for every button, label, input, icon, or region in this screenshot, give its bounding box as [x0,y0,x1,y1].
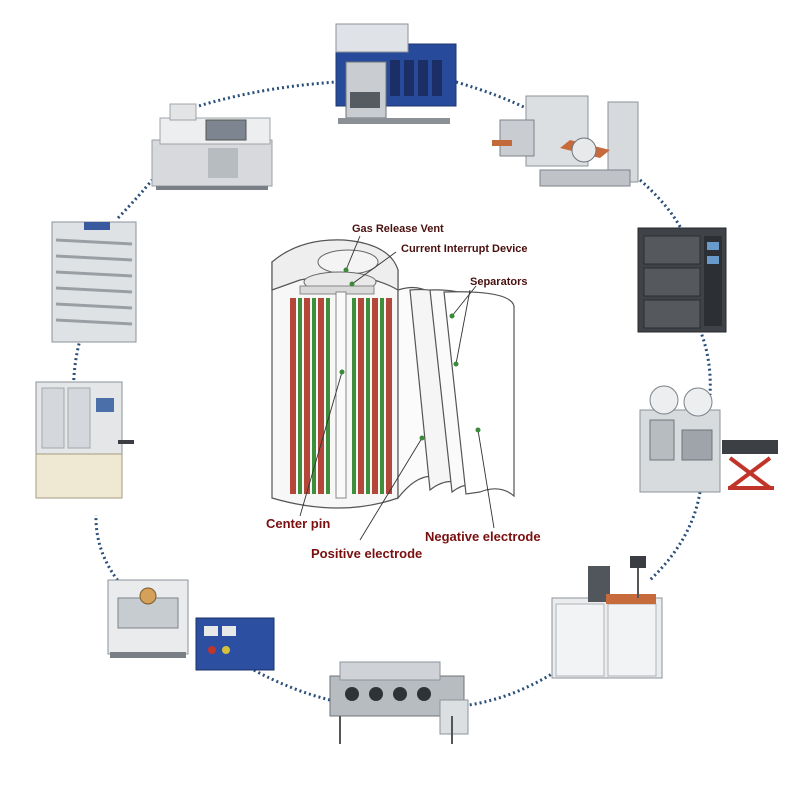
pointer-current-interrupt-device [351,251,397,285]
label-separators: Separators [470,276,527,288]
electrode-layers [290,291,392,499]
battery-cell-cutaway [271,239,515,509]
ring-segment-right-mid [698,329,712,396]
negative-electrode-sheet [443,291,515,498]
pointer-separators-2 [455,289,471,365]
pointer-dots [339,267,481,441]
pointer-positive-electrode [359,437,423,541]
pointer-center-pin [299,371,343,517]
planetary-mixer-icon [151,103,273,190]
label-positive-electrode: Positive electrode [311,546,422,561]
vacuum-oven-icon [637,227,727,333]
glove-box-icon [329,661,469,744]
ring-segment-left-upper [116,179,154,220]
pointer-separators [451,285,477,317]
ring-segment-right-lower [648,491,702,582]
ring-segment-left-lower [94,514,126,589]
sealing-machine-with-controller-icon [107,579,275,671]
ring-segment-bottom-right [461,670,556,708]
electrode-coating-machine-icon [335,23,457,124]
label-pointers [299,235,495,541]
label-current-interrupt-device: Current Interrupt Device [401,243,528,255]
electrolyte-filling-machine-icon [551,556,663,679]
connection-ring [72,80,712,708]
slitting-line-machine-icon [492,95,639,187]
ring-segment-right-upper [639,178,692,251]
ring-segment-top-left [179,80,337,114]
pointer-gas-release-vent [345,235,361,271]
cell-assembly-machine-icon [35,381,134,499]
ring-segment-top-right [455,80,531,112]
label-negative-electrode: Negative electrode [425,529,541,544]
center-pin-body [335,291,347,499]
pointer-negative-electrode [477,429,495,529]
winding-machine-icon [639,385,778,493]
label-center-pin: Center pin [266,516,330,531]
ring-segment-bottom-left [249,666,331,702]
battery-test-rack-icon [51,221,137,343]
label-gas-release-vent: Gas Release Vent [352,223,444,235]
